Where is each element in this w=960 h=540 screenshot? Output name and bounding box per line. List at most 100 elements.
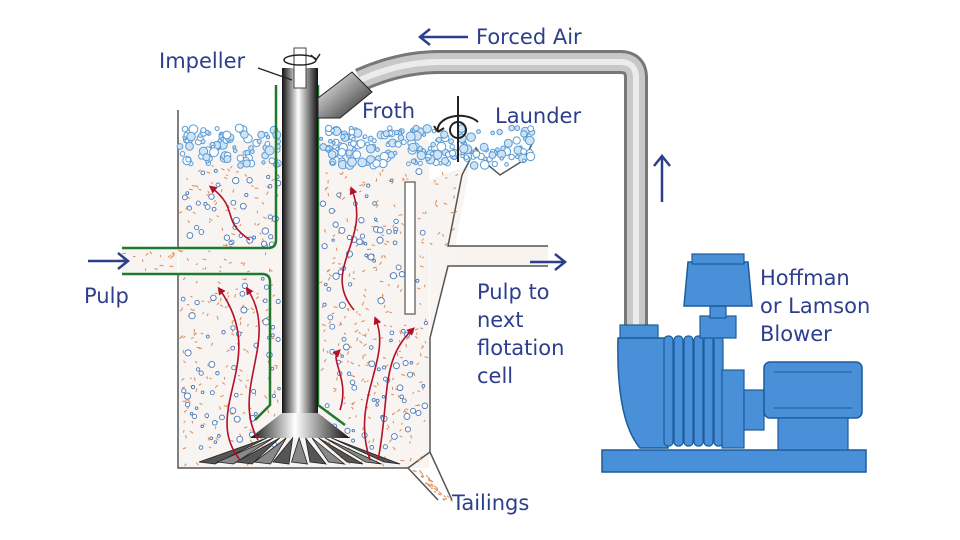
pulp-bubble <box>407 371 414 378</box>
pulp-particle <box>363 380 367 383</box>
pulp-particle <box>417 287 421 290</box>
pulp-particle <box>189 377 192 380</box>
pulp-bubble <box>189 411 194 416</box>
pulp-bubble <box>386 228 392 235</box>
pulp-bubble <box>382 376 388 382</box>
pulp-bubble <box>336 192 342 198</box>
pulp-particle <box>274 364 278 367</box>
froth-bubble <box>504 162 509 167</box>
pulp-particle <box>208 218 213 222</box>
pulp-particle <box>416 362 420 366</box>
arrow-right-icon <box>530 253 568 271</box>
pulp-particle <box>344 315 346 319</box>
pulp-particle <box>229 165 233 169</box>
pulp-particle <box>190 336 195 340</box>
froth-bubble <box>367 135 374 142</box>
pulp-particle <box>358 313 361 316</box>
pulp-bubble <box>239 202 247 210</box>
pulp-particle <box>211 165 214 168</box>
froth-bubble <box>209 147 219 158</box>
pulp-particle <box>184 463 187 467</box>
pulp-particle <box>242 412 246 414</box>
froth-bubble <box>176 143 184 150</box>
pulp-particle <box>349 345 352 349</box>
flow-arrow <box>217 286 241 461</box>
pulp-bubble <box>393 218 399 224</box>
pulp-bubble <box>275 336 281 342</box>
pulp-bubble <box>185 191 190 195</box>
pulp-bubble <box>366 183 371 188</box>
pulp-particle <box>180 335 184 338</box>
pulp-particle <box>420 327 424 330</box>
pulp-bubble <box>230 325 236 331</box>
pulp-bubble <box>369 445 375 450</box>
flow-arrow <box>332 349 344 411</box>
arrow-left-icon <box>417 28 468 46</box>
pulp-bubble <box>368 360 376 368</box>
pulp-bubble <box>204 413 210 418</box>
pulp-particle <box>373 338 377 340</box>
pulp-particle <box>208 250 211 253</box>
tailings-particle <box>426 482 430 486</box>
tailings-particle <box>425 474 429 478</box>
pulp-particle <box>254 222 256 226</box>
labels: Impeller Forced Air Froth Launder Pulp P… <box>84 25 870 515</box>
pulp-particle <box>219 394 224 398</box>
pulp-bubble <box>277 386 281 391</box>
pulp-particle <box>221 382 226 385</box>
tailings-particle <box>428 478 432 481</box>
froth-bubble <box>181 125 189 133</box>
pulp-particle <box>359 340 363 344</box>
pulp-particle <box>195 263 199 266</box>
froth-bubble <box>179 151 186 157</box>
pulp-particle <box>337 343 340 347</box>
pulp-particle <box>324 339 327 342</box>
pulp-particle <box>336 376 338 381</box>
tailings-particle <box>424 482 428 485</box>
froth-bubble <box>499 156 504 161</box>
pulp-particle <box>403 410 408 414</box>
pulp-particle <box>356 337 359 342</box>
pulp-particle <box>435 199 438 204</box>
pulp-particle <box>381 463 385 467</box>
pulp-particle <box>182 277 186 281</box>
pulp-bubble <box>338 226 346 234</box>
pulp-bubble <box>195 367 201 372</box>
pulp-bubble <box>340 354 344 358</box>
pulp-bubble <box>268 184 273 189</box>
pulp-particle <box>381 234 385 237</box>
pulp-particle <box>367 416 371 420</box>
pulp-particle <box>380 336 384 340</box>
froth-bubble <box>351 137 356 142</box>
pulp-bubble <box>324 403 330 409</box>
pulp-bubble <box>263 284 270 290</box>
pulp-bubble <box>322 302 327 307</box>
pulp-bubble <box>233 415 241 423</box>
froth-bubble <box>463 154 470 160</box>
pulp-bubble <box>391 433 398 440</box>
froth-bubble <box>256 138 262 144</box>
pulp-particle <box>424 341 427 344</box>
pulp-bubble <box>381 395 386 399</box>
pulp-particle <box>421 256 425 259</box>
pulp-bubble <box>221 330 226 335</box>
pulp-particle <box>383 304 386 308</box>
pulp-particle <box>195 185 199 188</box>
froth-bubble <box>416 150 426 161</box>
pulp-particle <box>341 171 344 175</box>
pulp-bubble <box>231 365 237 371</box>
pulp-particle <box>187 399 191 403</box>
pulp-bubble <box>262 318 270 326</box>
pulp-particle <box>385 364 389 367</box>
pulp-bubble <box>209 390 215 396</box>
pulp-particle <box>389 311 393 314</box>
pulp-particle <box>421 238 425 241</box>
froth-bubble <box>503 138 513 148</box>
forced-air-label: Forced Air <box>476 25 582 49</box>
baffle-plate <box>404 181 416 315</box>
impeller-blade <box>253 437 287 465</box>
pulp-bubble <box>253 411 258 416</box>
pulp-particle <box>379 261 383 266</box>
pulp-bubble <box>372 258 377 263</box>
froth-bubble <box>459 144 469 154</box>
